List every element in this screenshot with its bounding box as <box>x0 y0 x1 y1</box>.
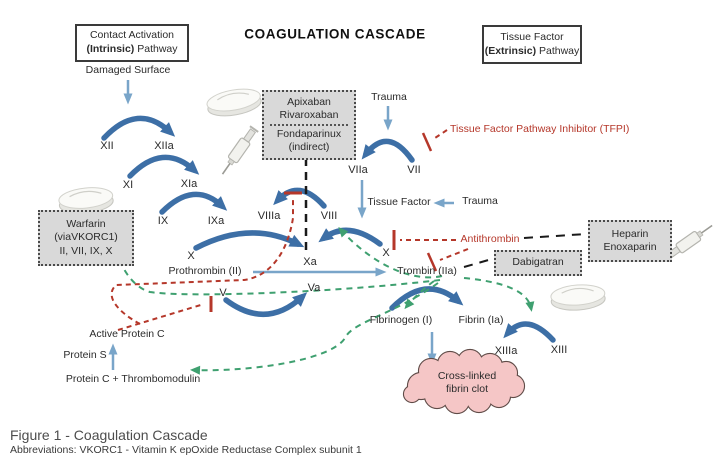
drug-warfarin: Warfarin <box>66 218 106 231</box>
thrombin-activates-fibrinogen <box>404 280 435 310</box>
pill-icon <box>204 84 264 121</box>
active-proteinc-inhibits-va <box>117 303 205 331</box>
node-factor-x-right: X <box>382 246 390 259</box>
box-divider <box>270 124 348 126</box>
intrinsic-pathway-box: Contact Activation (Intrinsic) Pathway <box>75 24 189 62</box>
node-factor-xiii: XIII <box>550 343 568 356</box>
node-damaged-surface: Damaged Surface <box>85 64 171 77</box>
drug-rivaroxaban: Rivaroxaban <box>279 108 339 121</box>
arc-fibrinogen-to-fibrin <box>389 286 464 311</box>
node-factor-xa: Xa <box>303 255 317 268</box>
figure-caption: Figure 1 - Coagulation Cascade <box>10 427 208 443</box>
intrinsic-line1: Contact Activation <box>89 29 175 42</box>
node-factor-viii: VIII <box>320 209 338 222</box>
diagram-title: COAGULATION CASCADE <box>244 26 426 42</box>
drug-links <box>304 158 587 268</box>
node-factor-ix: IX <box>157 214 169 227</box>
drug-fondaparinux-note: (indirect) <box>288 141 330 154</box>
clot-label-line1: Cross-linked <box>437 370 497 383</box>
drug-apixaban: Apixaban <box>287 95 331 108</box>
node-tissue-factor: Tissue Factor <box>367 196 431 209</box>
arc-xi-to-xia <box>127 154 200 179</box>
inhibition-paths <box>110 129 469 331</box>
diagram-canvas <box>57 80 717 415</box>
label-antithrombin: Antithrombin <box>460 233 520 246</box>
tfpi-tbar <box>421 132 433 152</box>
drug-fondaparinux: Fondaparinux <box>276 128 342 140</box>
arc-viii-to-viiia <box>273 187 327 209</box>
arc-xiii-to-xiiia <box>503 321 556 343</box>
thrombin-activates-proteinc-thrombomodulin <box>190 282 439 375</box>
arc-vii-to-viia <box>361 138 415 163</box>
clot-label-line2: fibrin clot <box>445 383 489 396</box>
node-prothrombin: Prothrombin (II) <box>168 265 242 278</box>
syringe-icon <box>217 124 260 179</box>
node-factor-xiia: XIIa <box>154 139 174 152</box>
node-factor-x-left: X <box>187 249 195 262</box>
node-factor-va: Va <box>307 281 321 294</box>
thin-arrows <box>108 80 454 370</box>
antithrombin-thrombin-tbar <box>426 252 438 272</box>
extrinsic-pathway-box: Tissue Factor (Extrinsic) Pathway <box>482 25 582 64</box>
node-fibrin: Fibrin (Ia) <box>458 314 504 327</box>
node-factor-xiiia: XIIIa <box>494 344 518 357</box>
drug-enoxaparin: Enoxaparin <box>603 241 657 253</box>
thrombin-activates-viii <box>338 227 443 279</box>
node-fibrinogen: Fibrinogen (I) <box>369 314 433 327</box>
node-factor-viiia: VIIIa <box>257 209 281 222</box>
warfarin-targets: II, VII, IX, X <box>59 244 113 257</box>
node-thrombin: Trombin (IIa) <box>397 265 457 278</box>
node-active-protein-c: Active Protein C <box>89 328 165 341</box>
node-factor-xia: XIa <box>180 177 198 190</box>
pill-icon <box>549 282 607 313</box>
intrinsic-line2: (Intrinsic) Pathway <box>86 43 178 55</box>
dabigatran-box: Dabigatran <box>494 250 582 276</box>
arc-xii-to-xiia <box>101 115 176 141</box>
link-antithrombin-to-heparin <box>523 233 587 239</box>
node-factor-ixa: IXa <box>207 214 225 227</box>
arc-x-right-to-xa <box>318 227 383 247</box>
node-factor-viia: VIIa <box>348 163 368 176</box>
tfpi-inhibits-viia <box>431 129 448 141</box>
activation-arcs <box>101 115 556 343</box>
arc-x-left-to-xa <box>193 230 305 251</box>
node-factor-vii: VII <box>407 163 421 176</box>
node-factor-xi: XI <box>122 178 134 191</box>
factor-xa-inhibitor-drugs-box: Apixaban Rivaroxaban Fondaparinux (indir… <box>262 90 356 160</box>
arc-ix-to-ixa <box>159 191 228 215</box>
node-trauma-right: Trauma <box>462 195 498 208</box>
active-proteinc-inhibits-viiia <box>110 198 294 325</box>
arc-v-to-va <box>223 292 308 317</box>
node-factor-v: V <box>219 286 227 299</box>
node-trauma-top: Trauma <box>371 91 407 104</box>
extrinsic-line1: Tissue Factor <box>500 30 564 43</box>
node-protein-c-thrombomodulin: Protein C + Thrombomodulin <box>65 373 201 386</box>
warfarin-box: Warfarin (viaVKORC1) II, VII, IX, X <box>38 210 134 266</box>
extrinsic-line2: (Extrinsic) Pathway <box>484 44 580 57</box>
node-protein-s: Protein S <box>63 349 107 362</box>
node-factor-xii: XII <box>100 139 114 152</box>
antithrombin-inhibits-thrombin <box>439 248 469 261</box>
figure-abbreviations: Abbreviations: VKORC1 - Vitamin K epOxid… <box>10 444 362 456</box>
label-tfpi: Tissue Factor Pathway Inhibitor (TFPI) <box>450 123 630 135</box>
thrombin-activates-xi <box>105 212 441 296</box>
drug-dabigatran: Dabigatran <box>512 256 564 269</box>
link-thrombin-to-dabigatran <box>463 258 493 268</box>
heparin-box: Heparin Enoxaparin <box>588 220 672 262</box>
drug-heparin: Heparin <box>611 227 649 240</box>
warfarin-mechanism: (viaVKORC1) <box>54 231 118 244</box>
thrombin-activates-xiii <box>463 277 535 312</box>
